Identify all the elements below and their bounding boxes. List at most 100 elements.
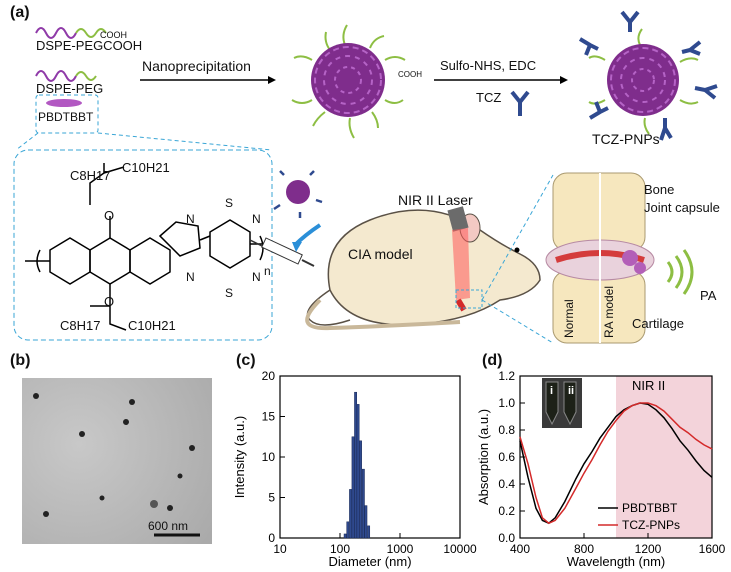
c-bar (346, 521, 350, 539)
d-ytick-label: 0.0 (498, 531, 515, 545)
nanoparticle-tcz (578, 10, 718, 141)
d-series-line (519, 402, 713, 525)
atom-s-bottom: S (225, 286, 234, 300)
structure-box (13, 149, 273, 341)
c-ytick-label: 0 (268, 531, 275, 545)
arrow-2-label-bottom: TCZ (476, 90, 502, 105)
polymer-structure (25, 163, 265, 331)
arrow-2-head (560, 76, 568, 84)
c-xtick-label: 1000 (387, 542, 414, 556)
d-inset-label: ii (568, 385, 574, 397)
panel-label-c: (c) (236, 352, 256, 369)
product-label: TCZ-PNPs (592, 131, 660, 147)
d-vial-ii (563, 381, 577, 426)
ra-model-label: RA model (602, 285, 616, 338)
c-ylabel: Intensity (a.u.) (232, 416, 247, 498)
legend-dspe-pegcooh: DSPE-PEGCOOH (36, 38, 143, 53)
c-bar (359, 440, 362, 539)
c-bar (361, 468, 365, 539)
legend-pbdtbbt: PBDTBBT (38, 110, 94, 124)
cooh-group-label: COOH (398, 70, 422, 79)
panel-label-b: (b) (10, 352, 31, 369)
dspe-lipid-squiggle-2 (35, 70, 77, 82)
joint-illustration (545, 172, 694, 344)
zoom-line-right (97, 132, 273, 151)
atom-n-1: N (186, 212, 195, 226)
c-bar (343, 533, 347, 539)
d-region-label: NIR II (632, 378, 665, 393)
small-nanoparticle-icon (273, 170, 323, 218)
joint-capsule-label: Joint capsule (644, 200, 720, 215)
d-ytick-label: 1.0 (498, 396, 515, 410)
chain-top-b: C10H21 (122, 160, 170, 175)
legend-dspe-peg: DSPE-PEG (36, 81, 104, 96)
d-ytick-label: 0.2 (498, 504, 515, 518)
c-bar (364, 505, 368, 539)
laser-label: NIR II Laser (398, 192, 473, 208)
panel-label-d: (d) (482, 352, 503, 369)
pbdtbbt-highlight-box (35, 94, 99, 134)
model-label: CIA model (348, 246, 413, 262)
pa-label: PA (700, 288, 717, 303)
arrow-2-label-top: Sulfo-NHS, EDC (440, 58, 537, 73)
c-xtick-label: 100 (330, 542, 350, 556)
pbdtbbt-ellipse (46, 99, 82, 107)
c-ytick-label: 20 (262, 369, 276, 383)
repeat-n: n (264, 264, 271, 278)
arrow-1-head (268, 76, 276, 84)
syringe-icon (249, 223, 322, 267)
peg-squiggle (75, 28, 107, 38)
chain-bottom-a: C8H17 (60, 318, 101, 333)
atom-o-top: O (104, 208, 115, 223)
c-bar (356, 404, 360, 539)
chain-top-a: C8H17 (70, 168, 111, 183)
atom-n-2: N (252, 212, 261, 226)
chain-bottom-b: C10H21 (128, 318, 176, 333)
peg-squiggle-2 (75, 71, 97, 81)
d-vial-i (545, 381, 559, 426)
c-ytick-label: 15 (262, 410, 276, 424)
atom-n-3: N (186, 270, 195, 284)
panel-a-graphics (13, 10, 718, 344)
tem-image (22, 378, 212, 544)
d-xtick-label: 400 (510, 542, 530, 556)
c-xtick-label: 10000 (443, 542, 477, 556)
dspe-lipid-squiggle (35, 27, 77, 39)
atom-s-top: S (225, 196, 234, 210)
arrow-1-label: Nanoprecipitation (142, 58, 251, 74)
d-inset-label: i (550, 385, 553, 397)
normal-label: Normal (562, 299, 576, 338)
c-xlabel: Diameter (nm) (328, 554, 411, 569)
d-legend-label: TCZ-PNPs (622, 518, 680, 532)
bone-label: Bone (644, 182, 675, 197)
panel-label-a: (a) (10, 4, 30, 21)
d-legend-label: PBDTBBT (622, 501, 678, 515)
d-nir-region (616, 376, 712, 538)
c-plot-frame (279, 375, 461, 539)
scale-bar-label: 600 nm (148, 519, 189, 533)
dls-chart: 10 100 1000 10000 0 5 10 15 20 Diameter (nm) Int… (232, 369, 477, 569)
atom-o-bottom: O (104, 294, 115, 309)
c-xtick-label: 10 (273, 542, 287, 556)
c-bar (367, 525, 371, 539)
nanoparticle-cooh (291, 24, 406, 139)
d-ylabel: Absorption (a.u.) (476, 409, 491, 505)
d-ytick-label: 1.2 (498, 369, 515, 383)
atom-n-4: N (252, 270, 261, 284)
mouse-illustration (305, 206, 541, 331)
d-xlabel: Wavelength (nm) (567, 554, 666, 569)
d-ytick-label: 0.6 (498, 450, 515, 464)
c-bar (349, 489, 352, 539)
c-ytick-label: 5 (268, 491, 275, 505)
cartilage-label: Cartilage (632, 316, 685, 331)
d-xtick-label: 1200 (635, 542, 662, 556)
cooh-tail-label: COOH (100, 30, 127, 40)
c-bar (351, 436, 355, 539)
zoom-line-left (15, 132, 39, 151)
d-xtick-label: 800 (574, 542, 594, 556)
antibody-icon (510, 90, 530, 116)
d-xtick-label: 1600 (699, 542, 726, 556)
c-ytick-label: 10 (262, 450, 276, 464)
c-bar (354, 391, 358, 539)
